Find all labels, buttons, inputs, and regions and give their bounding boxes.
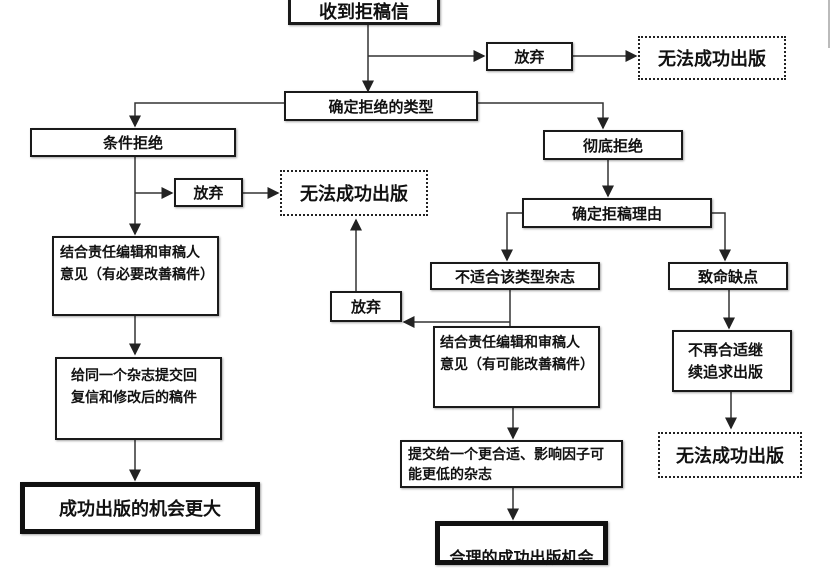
node-fatal-flaw: 致命缺点 — [668, 262, 788, 290]
node-give-up-3: 放弃 — [330, 291, 402, 322]
node-no-longer-pursue: 不再合适继续追求出版 — [672, 330, 792, 392]
node-label: 无法成功出版 — [676, 446, 784, 467]
node-label: 无法成功出版 — [300, 184, 408, 205]
node-resubmit-same-journal: 给同一个杂志提交回复信和修改后的稿件 — [55, 357, 222, 440]
node-conditional-rejection: 条件拒绝 — [30, 128, 236, 157]
node-label: 成功出版的机会更大 — [59, 499, 221, 520]
node-label: 致命缺点 — [697, 267, 758, 286]
node-cannot-publish-2: 无法成功出版 — [280, 170, 428, 216]
node-label: 无法成功出版 — [658, 49, 766, 70]
node-label: 不再合适继续追求出版 — [688, 341, 764, 381]
node-label: 确定拒绝的类型 — [328, 97, 434, 116]
node-label: 条件拒绝 — [102, 134, 163, 152]
node-combine-feedback-right: 结合责任编辑和审稿人意见（有可能改善稿件） — [433, 326, 600, 408]
node-label: 提交给一个更合适、影响因子可能更低的杂志 — [408, 447, 604, 483]
node-determine-type: 确定拒绝的类型 — [284, 91, 478, 121]
node-better-chance: 成功出版的机会更大 — [20, 482, 260, 534]
node-combine-feedback-left: 结合责任编辑和审稿人意见（有必要改善稿件） — [52, 236, 219, 316]
node-label: 不适合该类型杂志 — [454, 267, 575, 286]
node-unsuitable-journal: 不适合该类型杂志 — [430, 262, 600, 290]
node-label: 放弃 — [193, 184, 224, 202]
node-label: 放弃 — [514, 48, 545, 66]
node-complete-rejection: 彻底拒绝 — [543, 130, 683, 160]
edge-divider — [828, 0, 830, 48]
node-determine-reason: 确定拒稿理由 — [522, 198, 712, 228]
node-label: 结合责任编辑和审稿人意见（有可能改善稿件） — [440, 335, 594, 373]
node-label: 合理的成功出版机会 — [449, 548, 594, 567]
node-label: 彻底拒绝 — [582, 136, 643, 155]
connector-arrows — [129, 24, 737, 521]
node-label: 确定拒稿理由 — [571, 204, 662, 223]
node-label: 给同一个杂志提交回复信和修改后的稿件 — [71, 368, 197, 406]
node-give-up-2: 放弃 — [174, 178, 243, 207]
node-received-rejection: 收到拒稿信 — [288, 0, 440, 25]
node-label: 结合责任编辑和审稿人意见（有必要改善稿件） — [60, 245, 214, 283]
node-cannot-publish-1: 无法成功出版 — [638, 36, 786, 80]
node-reasonable-chance: 合理的成功出版机会 — [435, 521, 608, 567]
node-label: 收到拒稿信 — [319, 1, 409, 23]
node-give-up-1: 放弃 — [486, 42, 573, 71]
node-label: 放弃 — [350, 298, 381, 316]
node-submit-other-journal: 提交给一个更合适、影响因子可能更低的杂志 — [400, 440, 623, 488]
node-cannot-publish-3: 无法成功出版 — [658, 432, 802, 478]
